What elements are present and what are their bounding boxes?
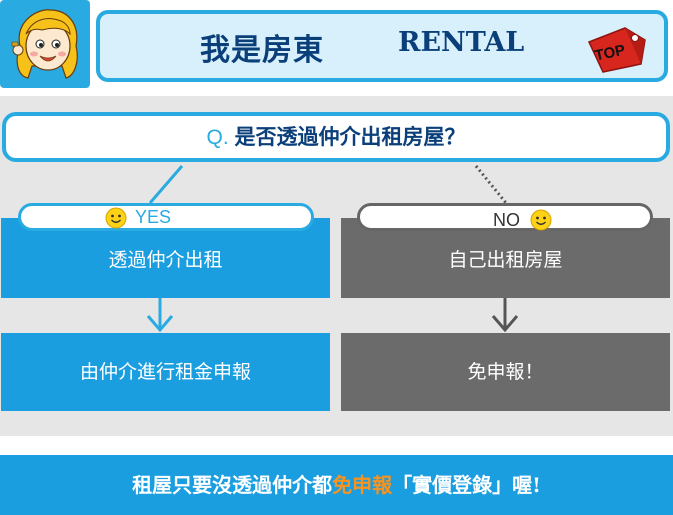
yes-step-2-box xyxy=(1,333,330,411)
top-button[interactable]: TOP xyxy=(585,24,649,76)
yes-step-2-text: 由仲介進行租金申報 xyxy=(79,361,251,383)
no-label-pill xyxy=(357,203,653,231)
no-step-1-box xyxy=(341,218,670,298)
question-prefix: Q. xyxy=(206,126,235,149)
footer-text-before: 租屋只要沒透過仲介都 xyxy=(132,473,333,497)
no-step-1-text: 自己出租房屋 xyxy=(448,249,563,271)
question-text: Q. 是否透過仲介出租房屋？ xyxy=(2,112,670,162)
title-banner xyxy=(96,10,668,82)
page-title: 我是房東 xyxy=(200,33,324,68)
yes-label-pill xyxy=(18,203,314,231)
yes-step-1-box xyxy=(1,218,330,298)
top-button-label: TOP xyxy=(593,42,626,65)
no-step-2-text: 免申報！ xyxy=(467,361,544,383)
smiley-face-icon xyxy=(530,209,552,231)
footer-text-after: 「實價登錄」喔! xyxy=(392,473,541,497)
question-body: 是否透過仲介出租房屋？ xyxy=(234,124,466,149)
footer-text: 租屋只要沒透過仲介都免申報「實價登錄」喔! xyxy=(0,455,673,515)
no-label: NO xyxy=(493,210,520,230)
yes-step-1-text: 透過仲介出租 xyxy=(108,249,223,271)
smiley-face-icon xyxy=(105,207,127,229)
no-step-2-box xyxy=(341,333,670,411)
page-title-english: RENTAL xyxy=(398,27,525,58)
question-box xyxy=(2,112,670,162)
cartoon-girl-avatar-icon xyxy=(11,9,78,79)
red-tag-icon xyxy=(587,27,646,73)
footer-banner xyxy=(0,455,673,515)
yes-label: YES xyxy=(135,207,172,227)
footer-highlight: 免申報 xyxy=(332,473,393,497)
